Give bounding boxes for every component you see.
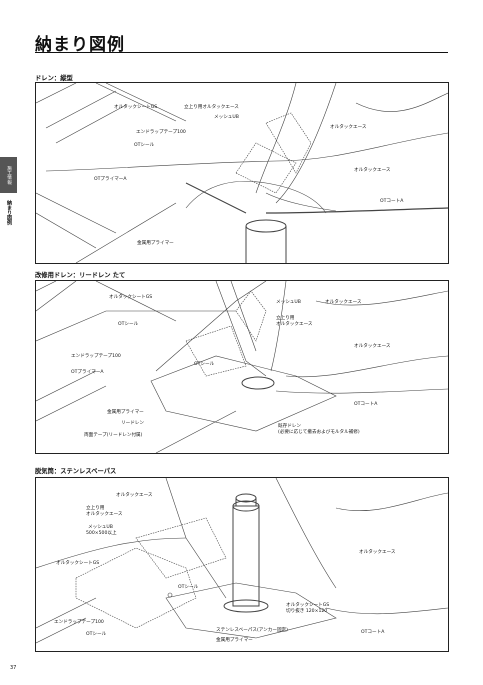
- label: 立上り用オルタックエース: [184, 105, 239, 110]
- label: オルタックエース: [325, 300, 362, 305]
- label: オルタックシートGS: [286, 603, 330, 608]
- label: 切り抜き 120×120: [286, 609, 328, 614]
- label: OTプライマーA: [94, 177, 127, 182]
- label: オルタックエース: [330, 125, 367, 130]
- label: 金属用プライマー: [137, 241, 174, 246]
- label: メッシュUB: [214, 115, 239, 120]
- title-rule: [35, 52, 448, 53]
- label: 既存ドレン: [278, 424, 301, 429]
- label: OTシール: [178, 585, 199, 590]
- label: (必要に応じて撤去およびモルタル補修): [278, 430, 360, 435]
- label: 500×500以上: [86, 531, 117, 536]
- label: メッシュUB: [88, 525, 113, 530]
- section-heading-renovation-drain: 改修用ドレン：リードレン たて: [35, 272, 126, 279]
- diagram-renovation-drain: オルタックシートGS メッシュUB オルタックエース OTシール 立上り用 オル…: [35, 280, 449, 454]
- label: オルタックエース: [354, 344, 391, 349]
- label: OTシール: [134, 143, 155, 148]
- label: OTシール: [194, 362, 215, 367]
- label: メッシュUB: [276, 300, 301, 305]
- section-heading-vent: 脱気筒：ステンレスベーパス: [35, 468, 117, 475]
- label: リードレン: [121, 421, 144, 426]
- label: オルタックシートGS: [114, 105, 158, 110]
- label: OTプライマーA: [71, 370, 104, 375]
- label: OTシール: [118, 322, 139, 327]
- label: オルタックエース: [354, 168, 391, 173]
- diagram-drain-vertical: オルタックシートGS 立上り用オルタックエース メッシュUB エンドラップテープ…: [35, 82, 449, 264]
- label: 立上り用: [86, 506, 105, 511]
- label: 金属用プライマー: [107, 410, 144, 415]
- label: エンドラップテープ100: [71, 354, 121, 359]
- diagram-vent: オルタックエース 立上り用 オルタックエース メッシュUB 500×500以上 …: [35, 477, 449, 652]
- page-title: 納まり図例: [35, 35, 125, 55]
- page-number: 37: [10, 665, 17, 671]
- label: OTコートA: [354, 402, 378, 407]
- label: 立上り用: [276, 316, 295, 321]
- label: ステンレスベーパス(アンカー固定): [216, 628, 288, 633]
- label: オルタックエース: [359, 550, 396, 555]
- label: 金属用プライマー: [216, 638, 253, 643]
- label: 両面テープ(リードレン付属): [84, 433, 143, 438]
- label: OTコートA: [361, 630, 385, 635]
- side-tab: 施工情報: [0, 157, 17, 193]
- label: オルタックシートGS: [56, 561, 100, 566]
- label: オルタックシートGS: [109, 295, 153, 300]
- label: エンドラップテープ100: [136, 130, 186, 135]
- section-heading-drain-vertical: ドレン：縦型: [35, 75, 73, 82]
- label: エンドラップテープ100: [54, 620, 104, 625]
- label: オルタックエース: [276, 322, 313, 327]
- label: OTシール: [86, 632, 107, 637]
- label: OTコートA: [380, 199, 404, 204]
- side-text: 納まり図例: [6, 200, 12, 225]
- label: オルタックエース: [116, 493, 153, 498]
- label: オルタックエース: [86, 512, 123, 517]
